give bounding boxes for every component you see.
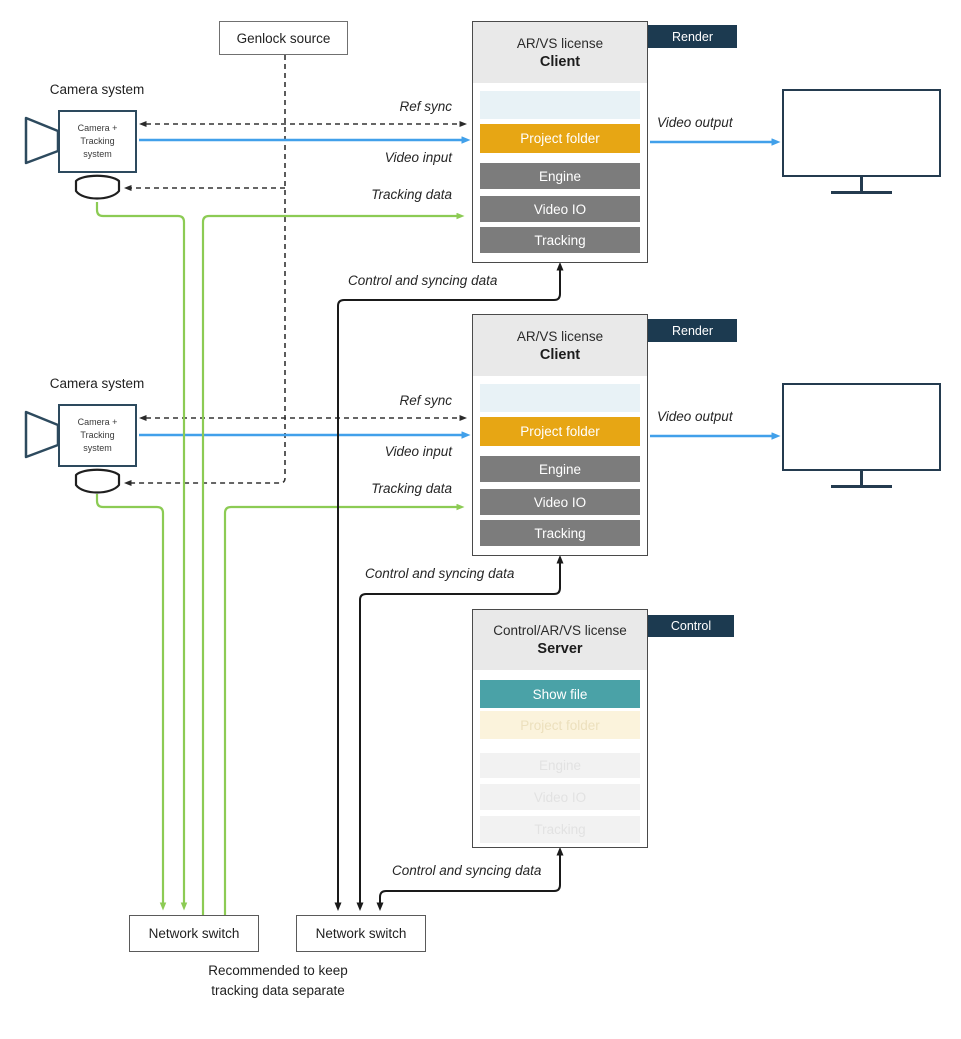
module-row-video-io: Video IO bbox=[480, 196, 640, 222]
tracking-note-line: tracking data separate bbox=[211, 982, 345, 998]
monitor-stand bbox=[860, 177, 863, 191]
module-row-tracking-inactive: Tracking bbox=[480, 816, 640, 843]
module-row-tracking: Tracking bbox=[480, 227, 640, 253]
client-node-header: AR/VS license Client bbox=[473, 22, 647, 83]
video-output-label: Video output bbox=[657, 115, 733, 130]
tracking-lines bbox=[95, 202, 465, 915]
license-label: AR/VS license bbox=[516, 35, 604, 51]
tracking-note-line: Recommended to keep bbox=[208, 963, 348, 978]
camera-tracking-box: Camera + Tracking system bbox=[58, 404, 137, 467]
client-node-header: AR/VS license Client bbox=[473, 315, 647, 376]
network-switch-label: Network switch bbox=[315, 926, 407, 941]
camera-box-line: Tracking bbox=[80, 135, 115, 146]
module-row-project-folder: Project folder bbox=[480, 417, 640, 446]
module-row-show-file: Show file bbox=[480, 680, 640, 708]
render-tag: Render bbox=[648, 25, 737, 48]
role-label: Client bbox=[539, 53, 581, 70]
ref-sync-label: Ref sync bbox=[399, 393, 452, 408]
video-output-label: Video output bbox=[657, 409, 733, 424]
monitor-stand bbox=[860, 471, 863, 485]
camera-box-line: system bbox=[83, 149, 112, 160]
client-node: AR/VS license Client Project folder Engi… bbox=[472, 21, 648, 263]
network-switch-label: Network switch bbox=[148, 926, 240, 941]
client-node: AR/VS license Client Project folder Engi… bbox=[472, 314, 648, 556]
monitor-icon bbox=[782, 89, 941, 177]
camera-tracking-box: Camera + Tracking system bbox=[58, 110, 137, 173]
video-input-label: Video input bbox=[384, 444, 452, 459]
control-sync-label: Control and syncing data bbox=[392, 863, 542, 878]
camera-system-title: Camera system bbox=[49, 82, 145, 97]
tracking-data-label: Tracking data bbox=[371, 187, 452, 202]
license-label: AR/VS license bbox=[516, 328, 604, 344]
network-switch-tracking: Network switch bbox=[129, 915, 259, 952]
module-row-project-folder: Project folder bbox=[480, 124, 640, 153]
monitor-base bbox=[831, 191, 892, 194]
monitor-base bbox=[831, 485, 892, 488]
module-row-video-io: Video IO bbox=[480, 489, 640, 515]
tracking-data-label: Tracking data bbox=[371, 481, 452, 496]
control-sync-lines bbox=[334, 262, 564, 911]
ref-sync-label: Ref sync bbox=[399, 99, 452, 114]
video-lines bbox=[139, 136, 781, 440]
tracking-note: Recommended to keep tracking data separa… bbox=[160, 961, 396, 1000]
video-input-label: Video input bbox=[384, 150, 452, 165]
control-sync-label: Control and syncing data bbox=[365, 566, 515, 581]
network-switch-control: Network switch bbox=[296, 915, 426, 952]
control-tag: Control bbox=[648, 615, 734, 637]
license-label: Control/AR/VS license bbox=[493, 623, 627, 638]
server-node: Control/AR/VS license Server Show file P… bbox=[472, 609, 648, 848]
module-row-video-io-inactive: Video IO bbox=[480, 784, 640, 810]
genlock-sync-lines bbox=[124, 55, 467, 486]
camera-box-line: Camera + bbox=[77, 416, 118, 427]
module-row-project-folder-inactive: Project folder bbox=[480, 711, 640, 739]
camera-icon bbox=[24, 116, 121, 200]
module-row-engine: Engine bbox=[480, 163, 640, 189]
genlock-source-label: Genlock source bbox=[236, 30, 331, 46]
camera-box-line: Tracking bbox=[80, 429, 115, 440]
monitor-icon bbox=[782, 383, 941, 471]
module-row-showfile-empty bbox=[480, 91, 640, 119]
camera-box-line: Camera + bbox=[77, 122, 118, 133]
module-row-engine-inactive: Engine bbox=[480, 753, 640, 778]
role-label: Server bbox=[537, 641, 583, 657]
genlock-source-box: Genlock source bbox=[219, 21, 348, 55]
role-label: Client bbox=[539, 346, 581, 363]
render-tag: Render bbox=[648, 319, 737, 342]
camera-box-line: system bbox=[83, 443, 112, 454]
module-row-engine: Engine bbox=[480, 456, 640, 482]
module-row-tracking: Tracking bbox=[480, 520, 640, 546]
module-row-showfile-empty bbox=[480, 384, 640, 412]
control-sync-label: Control and syncing data bbox=[348, 273, 498, 288]
camera-system-title: Camera system bbox=[49, 376, 145, 391]
server-node-header: Control/AR/VS license Server bbox=[473, 610, 647, 670]
